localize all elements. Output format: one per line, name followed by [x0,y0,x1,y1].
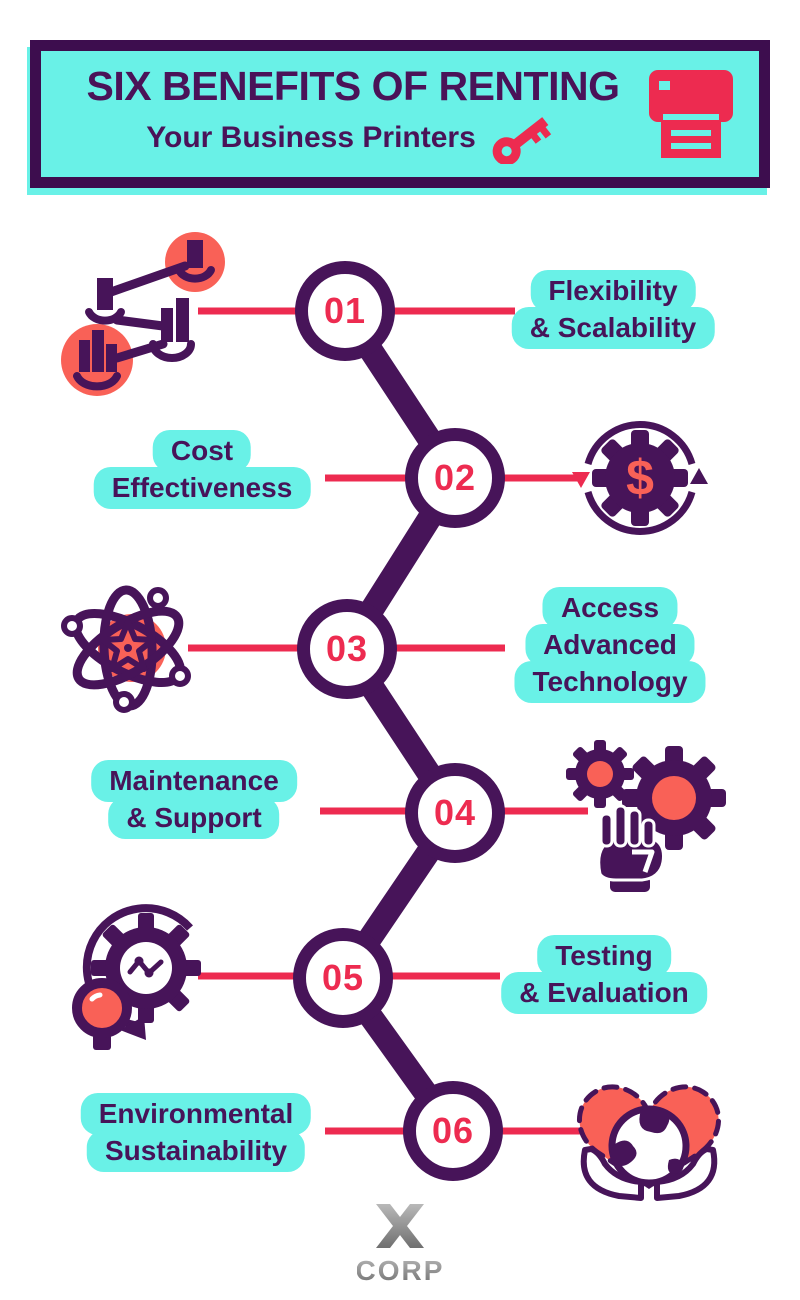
benefit-label-environment: Environmental Sustainability [80,1093,312,1172]
header-titles: SIX BENEFITS OF RENTING Your Business Pr… [41,63,639,164]
label-line: & Evaluation [501,972,707,1014]
benefit-label-flexibility: Flexibility & Scalability [511,270,715,349]
label-line: Technology [514,661,706,703]
label-line: Flexibility [530,270,696,312]
step-number: 04 [433,792,477,833]
svg-text:$: $ [626,450,654,506]
step-circle-05: 05 [293,928,393,1028]
label-line: Access [542,587,678,629]
gears-hand-icon [552,732,728,897]
benefit-label-technology: Access Advanced Technology [514,587,706,703]
label-line: Sustainability [86,1130,306,1172]
page-title: SIX BENEFITS OF RENTING [86,63,620,110]
atom-technology-icon [42,568,214,733]
label-line: & Scalability [511,307,715,349]
benefit-label-testing: Testing & Evaluation [501,935,707,1014]
label-line: Environmental [80,1093,312,1135]
step-number: 05 [321,957,365,998]
earth-heart-hands-icon [565,1062,733,1219]
cost-gear-dollar-icon: $ [560,410,720,551]
printer-icon [645,70,737,158]
footer-logo: CORP [0,1196,800,1286]
benefit-label-cost: Cost Effectiveness [93,430,311,509]
label-line: Advanced [525,624,695,666]
label-line: Testing [537,935,671,977]
step-number: 03 [325,628,369,669]
step-circle-06: 06 [403,1081,503,1181]
label-line: Effectiveness [93,467,311,509]
step-circle-02: 02 [405,428,505,528]
scalability-network-icon [45,228,275,401]
gauge-testing-icon [58,902,220,1059]
label-line: Maintenance [91,760,297,802]
key-icon [492,112,560,164]
benefit-label-maintenance: Maintenance & Support [91,760,297,839]
subtitle-row: Your Business Printers [146,112,560,164]
step-circle-01: 01 [295,261,395,361]
step-number: 01 [323,290,367,331]
header-banner: SIX BENEFITS OF RENTING Your Business Pr… [30,40,770,188]
step-number: 06 [431,1110,475,1151]
step-number: 02 [433,457,477,498]
label-line: & Support [108,797,280,839]
step-circle-03: 03 [297,599,397,699]
xcorp-logo-icon: CORP [357,1204,443,1286]
page-subtitle: Your Business Printers [146,120,476,154]
label-line: Cost [152,430,252,472]
logo-text: CORP [357,1255,443,1286]
step-circle-04: 04 [405,763,505,863]
